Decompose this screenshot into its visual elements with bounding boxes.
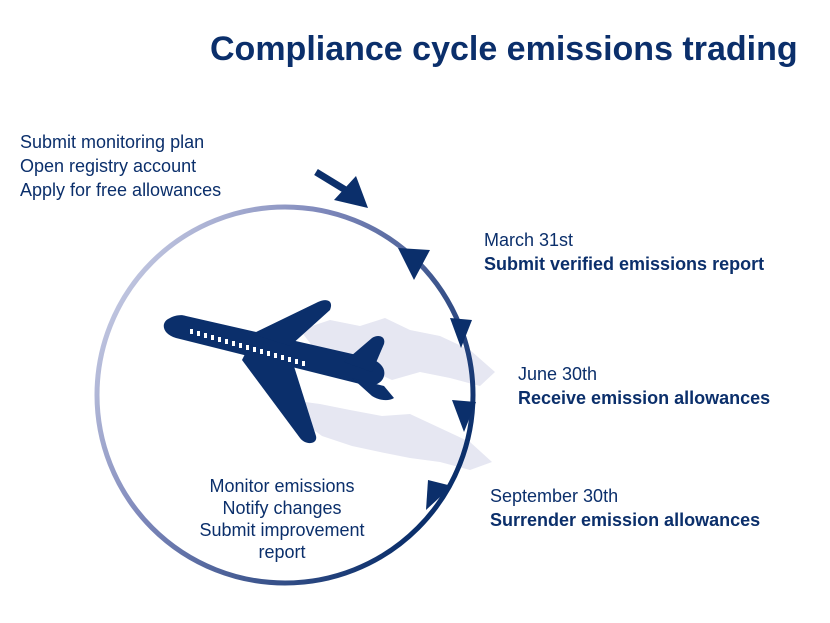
arrowhead-june (450, 318, 472, 348)
cycle-ring (94, 204, 476, 586)
milestone-september: September 30th Surrender emission allowa… (490, 484, 760, 532)
entry-arrow-icon (314, 169, 368, 208)
arrowhead-march (398, 248, 430, 280)
pre-step-item: Open registry account (20, 156, 197, 176)
milestone-date: September 30th (490, 486, 619, 506)
milestone-june: June 30th Receive emission allowances (518, 362, 770, 410)
airplane-icon (163, 300, 394, 444)
diagram-title: Compliance cycle emissions trading (210, 30, 798, 68)
milestone-date: March 31st (484, 230, 574, 250)
milestone-action: Receive emission allowances (518, 388, 771, 408)
pre-cycle-steps: Submit monitoring plan Open registry acc… (20, 130, 221, 202)
milestone-action: Surrender emission allowances (490, 510, 761, 530)
milestone-date: June 30th (518, 364, 598, 384)
cycle-arrowheads (398, 248, 476, 510)
pre-step-item: Submit monitoring plan (20, 132, 205, 152)
arrowhead-june-2 (452, 400, 476, 432)
during-step-item: Monitor emissions (209, 476, 355, 496)
milestone-march: March 31st Submit verified emissions rep… (484, 228, 764, 276)
during-year-steps: Monitor emissions Notify changes Submit … (172, 475, 392, 563)
milestone-action: Submit verified emissions report (484, 254, 765, 274)
during-step-item: Notify changes (222, 498, 342, 518)
during-step-item: report (258, 542, 306, 562)
arrowhead-september (426, 480, 452, 510)
pre-step-item: Apply for free allowances (20, 180, 222, 200)
contrail-clouds (290, 318, 495, 470)
during-step-item: Submit improvement (199, 520, 365, 540)
airplane-windows (190, 329, 305, 366)
